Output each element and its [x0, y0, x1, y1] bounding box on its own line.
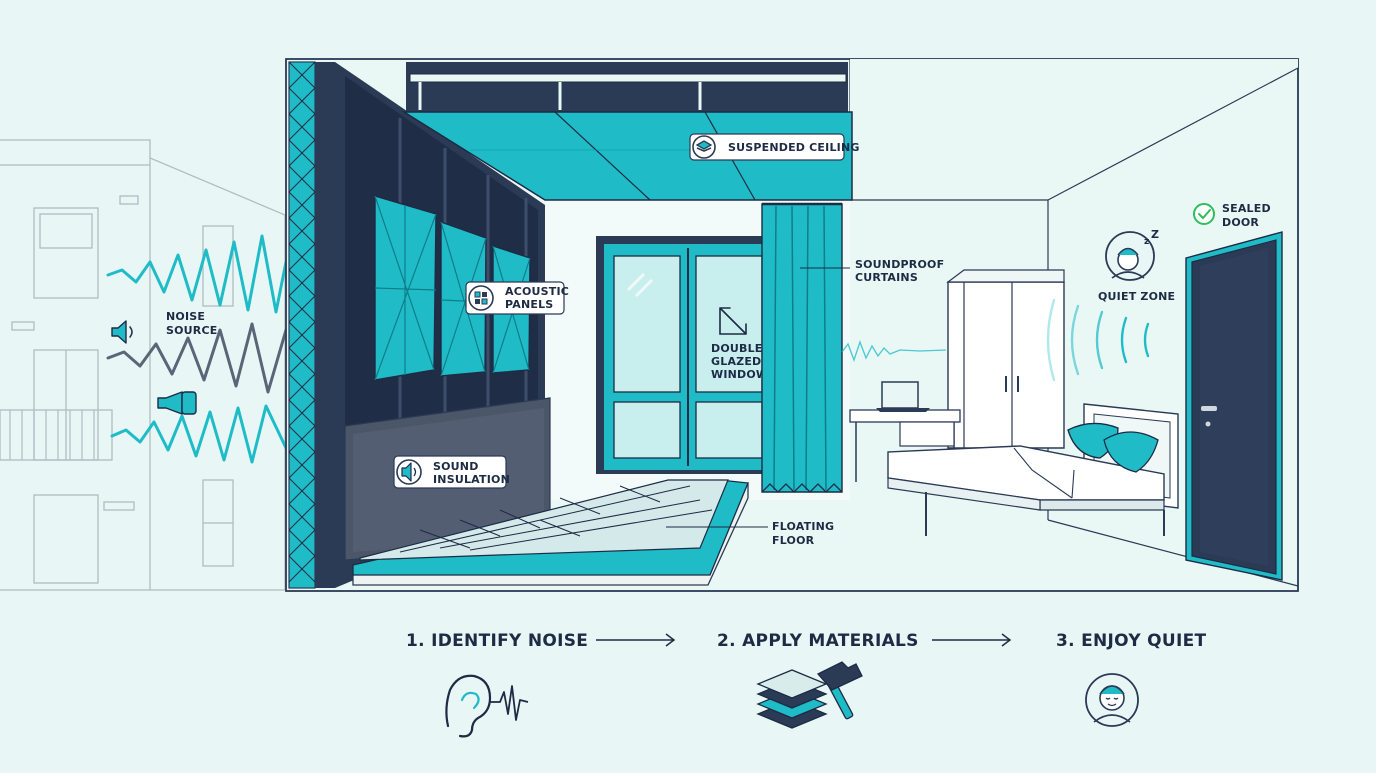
- laptop-icon: [876, 381, 930, 412]
- svg-text:z: z: [1144, 237, 1149, 247]
- layers-hammer-icon: [756, 661, 863, 729]
- sealed-door: [1185, 231, 1283, 581]
- speaker-icon: [111, 320, 133, 344]
- neighbor-building: [0, 139, 286, 591]
- floating-floor: [352, 479, 749, 586]
- double-glazed-window: [596, 236, 772, 474]
- ear-waveform-icon: [445, 674, 529, 738]
- step-2-label: 2. APPLY MATERIALS: [717, 631, 919, 651]
- resize-arrows-icon: [719, 307, 747, 335]
- horn-icon: [157, 391, 197, 415]
- quiet-zone-label: QUIET ZONE: [1098, 290, 1175, 303]
- dampened-wave: [841, 340, 947, 362]
- arrow-icon: [932, 633, 1012, 647]
- step-1-label: 1. IDENTIFY NOISE: [406, 631, 588, 651]
- step-3-label: 3. ENJOY QUIET: [1056, 631, 1207, 651]
- sound-arcs: [1046, 298, 1150, 382]
- check-circle-icon: [1193, 203, 1215, 225]
- suspended-ceiling-callout: SUSPENDED CEILING: [689, 133, 860, 161]
- noise-waves: [106, 234, 288, 464]
- svg-text:SUSPENDED CEILING: SUSPENDED CEILING: [728, 141, 860, 154]
- steps-row: 1. IDENTIFY NOISE 2. APPLY MATERIALS 3. …: [406, 631, 1207, 738]
- bed: [887, 403, 1179, 536]
- layers-icon: [695, 140, 713, 152]
- calm-face-icon: [1085, 673, 1139, 727]
- panel-grid-icon: [474, 291, 488, 305]
- wardrobe: [946, 269, 1065, 449]
- sleeping-face-icon: z Z: [1105, 228, 1159, 281]
- arrow-icon: [596, 633, 676, 647]
- speaker-icon: [401, 462, 417, 482]
- svg-text:Z: Z: [1151, 228, 1159, 241]
- soundproof-curtains: [761, 202, 843, 493]
